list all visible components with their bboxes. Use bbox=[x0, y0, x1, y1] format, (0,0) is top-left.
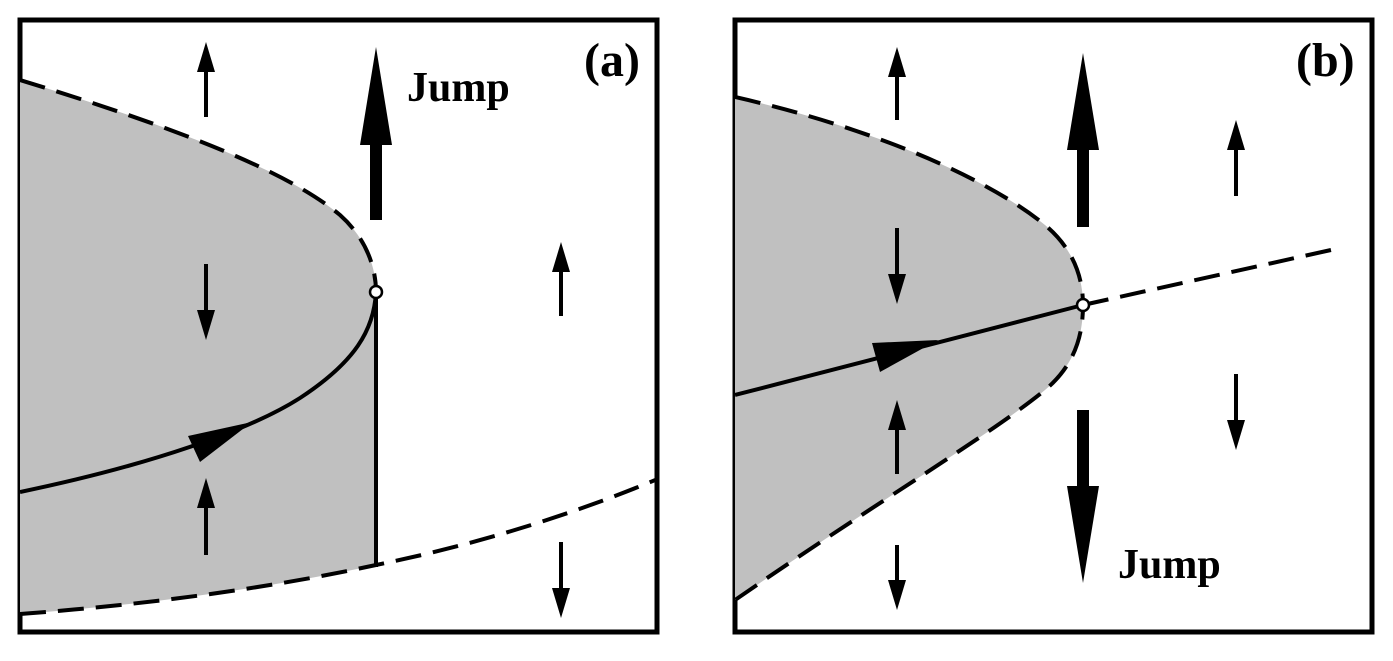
panel-b-jump-arrow-down bbox=[1067, 410, 1099, 583]
panel-a-upper-boundary bbox=[20, 78, 378, 293]
panel-a-trajectory bbox=[20, 291, 378, 494]
panel-a-jump-label: Jump bbox=[407, 65, 510, 111]
panel-b-flow-arrow-up-2 bbox=[888, 400, 906, 474]
panel-a-trajectory-arrowhead bbox=[188, 422, 252, 462]
panel-a-jump-arrow bbox=[360, 47, 392, 220]
panel-b-fold-point bbox=[1075, 297, 1091, 313]
panel-b-flow-arrow-up-1 bbox=[888, 47, 906, 120]
panel-a-label: (a) bbox=[584, 34, 640, 87]
panel-b-jump-arrow-up bbox=[1067, 53, 1099, 227]
panel-a-flow-arrow-down-1 bbox=[197, 264, 215, 340]
panel-a-flow-arrow-up-3 bbox=[552, 242, 570, 316]
panel-a-fold-point bbox=[368, 284, 384, 300]
panel-b-flow-arrow-up-3 bbox=[1227, 120, 1245, 196]
panel-a-flow-arrow-up-1 bbox=[197, 42, 215, 117]
panel-a-flow-arrow-up-2 bbox=[197, 478, 215, 555]
panel-b-label: (b) bbox=[1296, 34, 1355, 87]
panel-a: Jump (a) bbox=[17, 17, 660, 635]
panel-b-jump-label: Jump bbox=[1118, 542, 1221, 588]
panel-a-stable-region bbox=[20, 80, 376, 614]
panel-b-flow-arrow-down-2 bbox=[888, 545, 906, 610]
panel-b-flow-arrow-down-3 bbox=[1227, 374, 1245, 450]
panel-b: Jump (b) bbox=[732, 17, 1375, 635]
panel-b-flow-arrow-down-1 bbox=[888, 228, 906, 304]
panel-b-dashed-continuation bbox=[1082, 246, 1341, 307]
panel-b-trajectory-arrowhead bbox=[872, 340, 938, 372]
panel-a-flow-arrow-down-2 bbox=[552, 542, 570, 618]
